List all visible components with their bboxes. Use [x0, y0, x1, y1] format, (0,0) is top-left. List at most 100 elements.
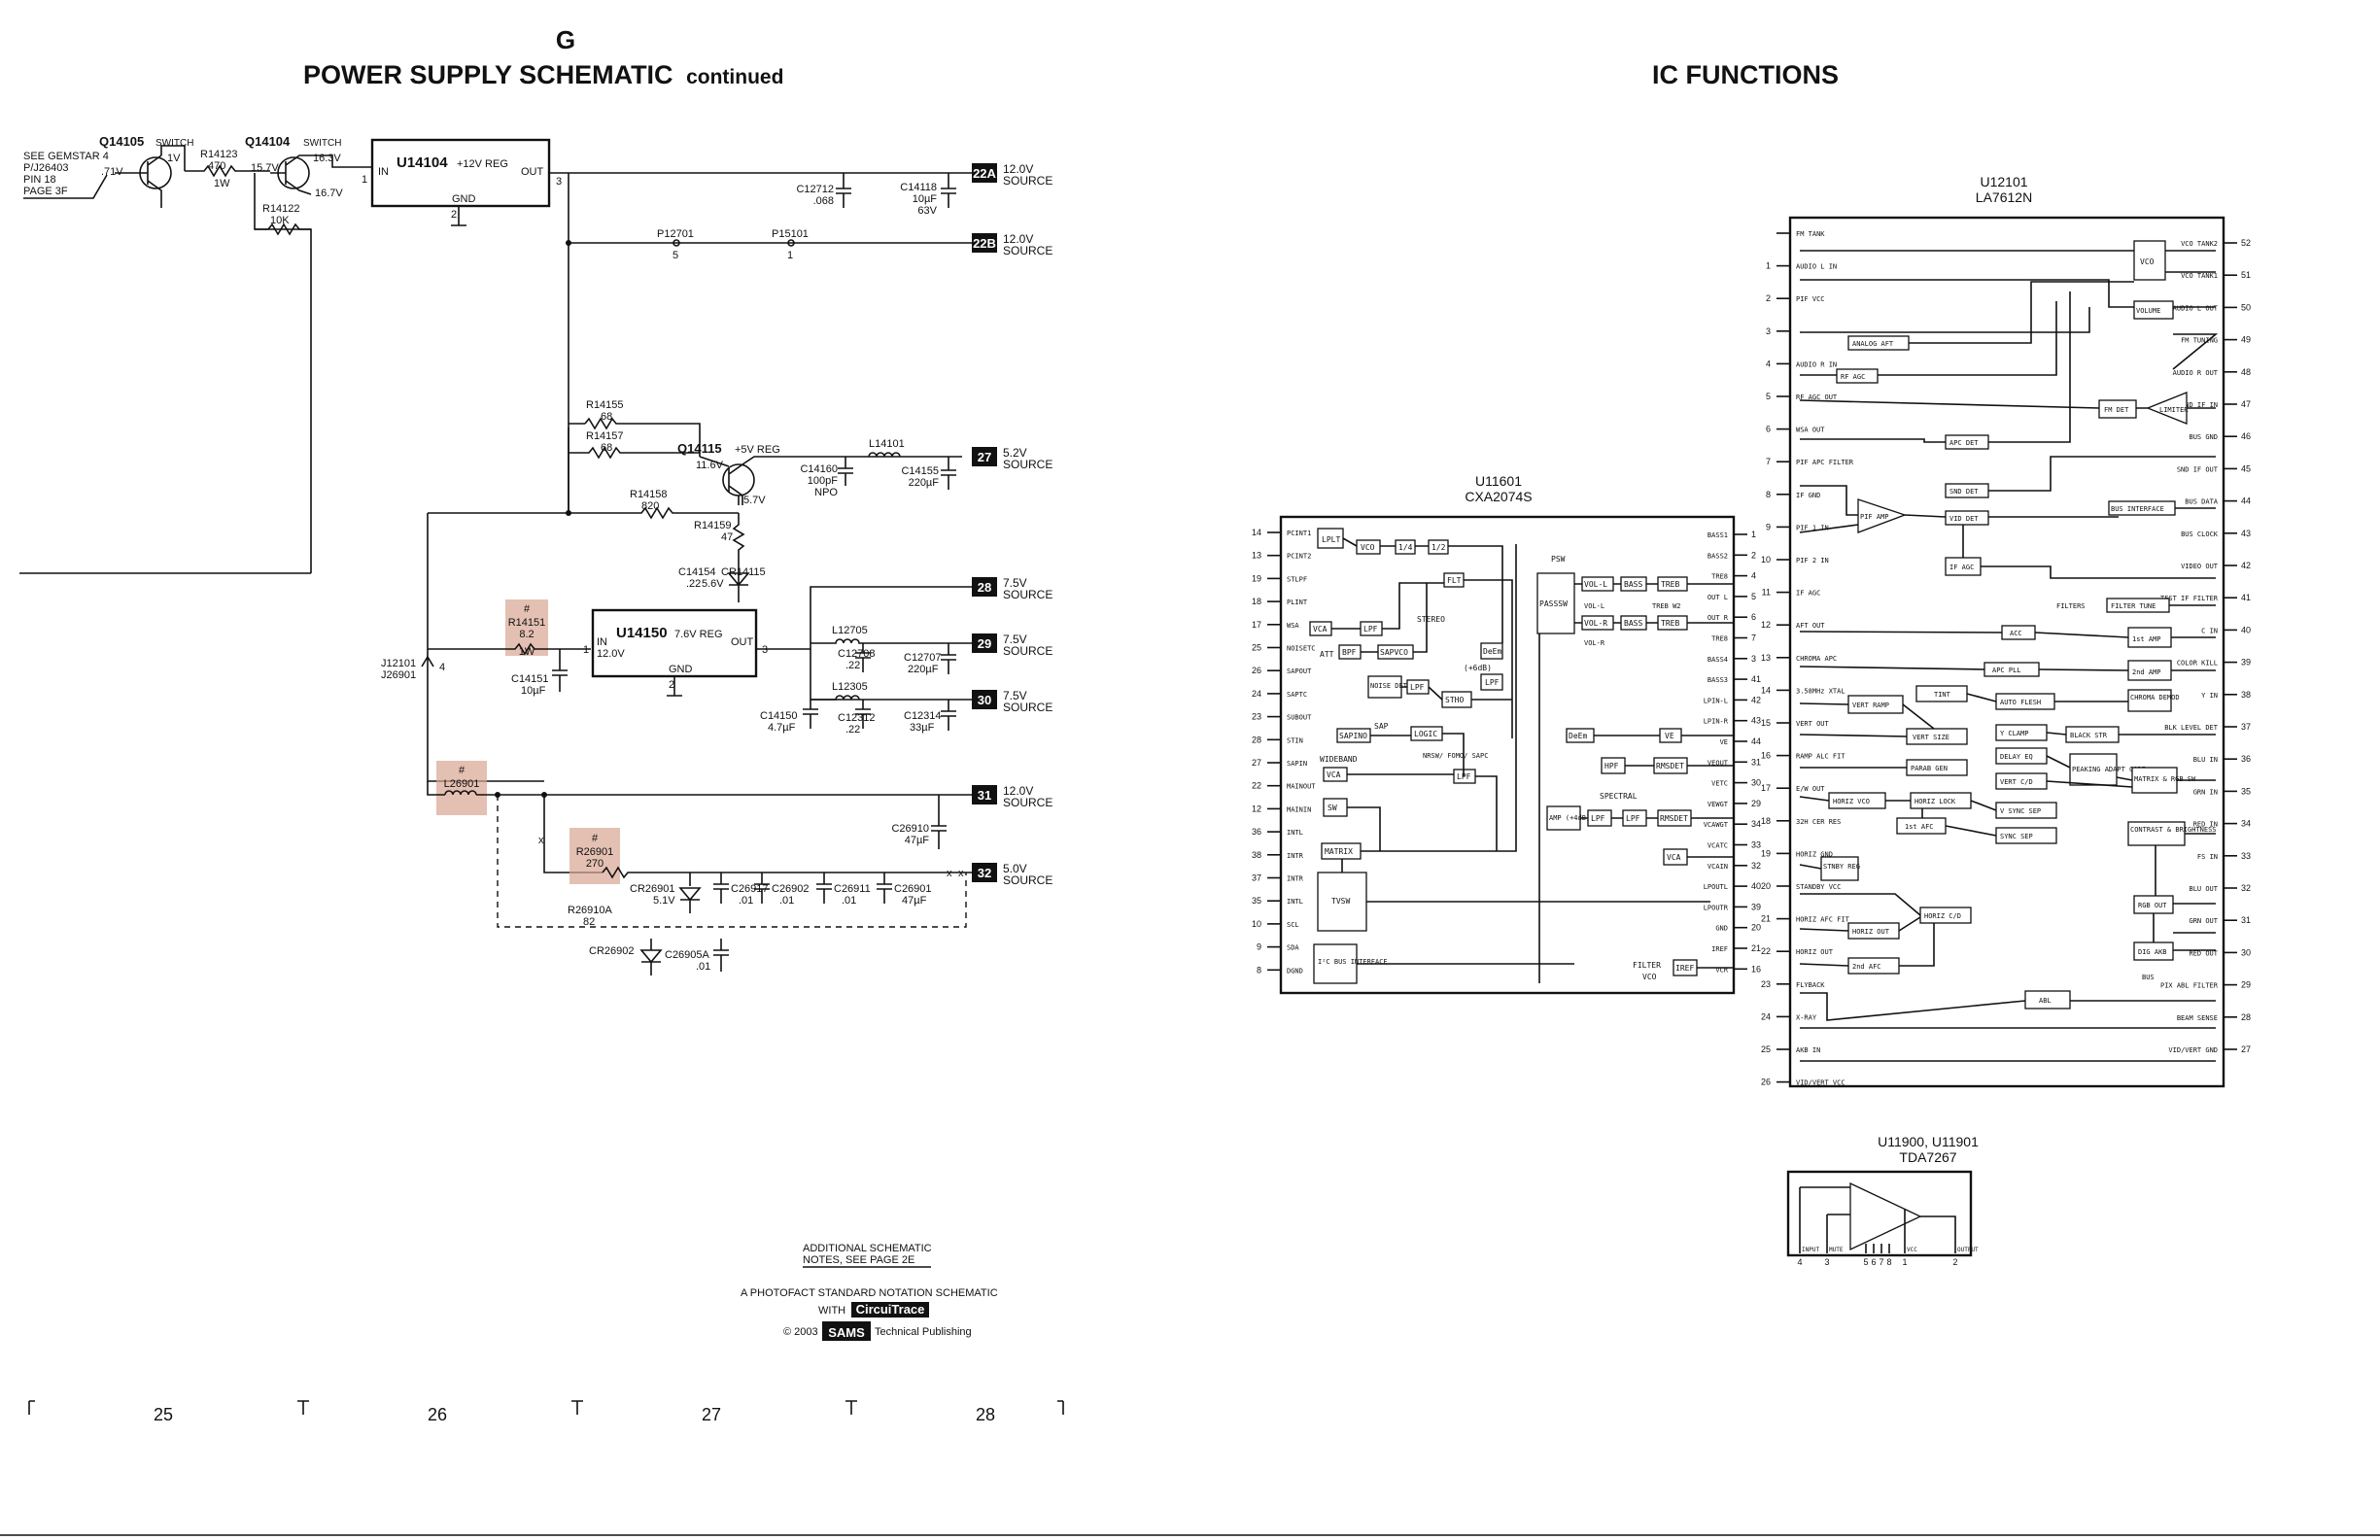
left-title: POWER SUPPLY SCHEMATIC continued — [303, 60, 783, 89]
u11601-left-pin-label: MAININ — [1287, 805, 1311, 813]
u11601-left-pin-label: INTL — [1287, 898, 1303, 906]
u12101-right-pin-label: RED IN — [2193, 821, 2218, 829]
u11601-left-pin-label: MAINOUT — [1287, 783, 1316, 791]
u12101-box — [1788, 216, 2225, 1088]
r14155-value: 68 — [601, 411, 612, 423]
u12101-block-limiter: LIMITER — [2159, 406, 2189, 414]
source-31-volts: 12.0V — [1003, 784, 1033, 798]
u12101-left-pin-label: FLYBACK — [1796, 981, 1825, 989]
u11601-block-treb-1: TREB — [1661, 580, 1679, 589]
u11601-right-pin-label: BASS3 — [1707, 676, 1728, 684]
u14104-in: IN — [378, 166, 389, 178]
u11601-block-lpf-5: LPF — [1591, 814, 1605, 823]
u12101-block-peaking: PEAKING ADAPT CORE — [2072, 766, 2146, 773]
u12101-right-pin-label: C IN — [2201, 627, 2218, 634]
source-32: 32 5.0V SOURCE — [972, 862, 1052, 887]
u11601-block-flt: FLT — [1447, 576, 1462, 585]
c12708-ref: C12708 — [838, 648, 876, 660]
u12101-left-pin-label: PIF APC FILTER — [1796, 459, 1854, 466]
u12101-right-pin-number: 40 — [2241, 625, 2251, 634]
q14104-transistor — [254, 154, 312, 573]
u11900-pin-number: 4 — [1797, 1257, 1802, 1267]
u11601-left-pin-label: INTR — [1287, 852, 1304, 860]
u12101-block-vco: VCO — [2140, 257, 2155, 266]
u11900-ref: U11900, U11901 — [1878, 1134, 1979, 1149]
u11601-right-pin-label: BASS2 — [1707, 552, 1728, 560]
u11601-part: CXA2074S — [1465, 489, 1532, 504]
u12101-right-pin-number: 44 — [2241, 496, 2251, 506]
u11601-right-pin-number: 16 — [1751, 964, 1761, 974]
u11601-right-pin-label: VCATC — [1707, 842, 1728, 850]
l26901-highlight — [436, 761, 487, 815]
u12101-block-auto-flesh: AUTO FLESH — [2000, 699, 2041, 706]
u12101-block-apc-det: APC DET — [1949, 439, 1979, 447]
u11601-block-wideband: WIDEBAND — [1320, 755, 1358, 764]
u12101-block-dig-akb: DIG AKB — [2138, 948, 2167, 956]
right-title: IC FUNCTIONS — [1652, 60, 1839, 89]
u12101-right-pin-number: 47 — [2241, 399, 2251, 409]
u11601-block-sw: SW — [1328, 804, 1337, 812]
footer-copyright: © 2003 — [783, 1326, 818, 1338]
u11601-left-pin-number: 10 — [1252, 919, 1261, 929]
u14150-pin-in: 1 — [583, 644, 589, 656]
u14104-pin-out: 3 — [556, 176, 562, 188]
u11601-right-pin-number: 1 — [1751, 530, 1756, 539]
left-title-main: POWER SUPPLY SCHEMATIC — [303, 60, 673, 89]
u12101-left-pin-number: 14 — [1761, 685, 1771, 695]
u12101-left-pin-label: PIF VCC — [1796, 295, 1825, 303]
u11601-right-pin-number: 29 — [1751, 799, 1761, 808]
u12101-left-pin-number: 8 — [1766, 490, 1771, 499]
gemstar-line-1: SEE GEMSTAR 4 — [23, 151, 109, 162]
gemstar-line-4: PAGE 3F — [23, 186, 68, 197]
u12101-left-pin-number: 5 — [1766, 392, 1771, 401]
u12101-right-pin-label: AUDIO R OUT — [2173, 369, 2219, 377]
l26901-mark: # — [459, 765, 466, 776]
u12101-right-pin-number: 29 — [2241, 980, 2251, 990]
u11601-right-pin-number: 3 — [1751, 654, 1756, 664]
u12101-block-rf-agc: RF AGC — [1841, 373, 1865, 381]
u12101-right-pin-number: 41 — [2241, 593, 2251, 602]
r14157-value: 68 — [601, 442, 612, 454]
u14104-pin-in: 1 — [362, 174, 367, 186]
c26911-ref: C26911 — [834, 883, 871, 895]
u12101-left-pin-label: RAMP ALC FIT — [1796, 753, 1845, 761]
u12101-right-pin-label: AUDIO L OUT — [2173, 304, 2219, 312]
u12101-block-vert-ramp: VERT RAMP — [1852, 702, 1889, 709]
u11601-block-volr-2: VOL-R — [1584, 639, 1605, 647]
r14158-value: 820 — [641, 500, 659, 512]
u12101-left-pin-number: 23 — [1761, 979, 1771, 989]
source-22a-label: SOURCE — [1003, 174, 1052, 188]
source-27: 27 5.2V SOURCE — [972, 446, 1052, 471]
u11601-block-deem-2: DeEm — [1569, 732, 1587, 740]
l12305-ref: L12305 — [832, 681, 868, 693]
r26901-mark: # — [592, 833, 599, 844]
u14104-out: OUT — [521, 166, 544, 178]
j12101-ref2: J26901 — [381, 669, 416, 681]
source-30-volts: 7.5V — [1003, 689, 1027, 702]
u11601-block-ve: VE — [1665, 732, 1674, 740]
u14150-pin-out: 3 — [762, 644, 768, 656]
u11601-wiring — [1331, 537, 1734, 983]
cr26901-value: 5.1V — [653, 895, 675, 907]
source-28-tag: 28 — [978, 580, 991, 595]
u11601-left-pin-label: PLINT — [1287, 599, 1308, 606]
u14150-in: IN — [597, 636, 607, 648]
u12101-right-pin-label: FS IN — [2197, 853, 2218, 861]
ruler-25: 25 — [154, 1405, 173, 1424]
u11601-left-pin-label: SDA — [1287, 944, 1299, 952]
u12101-left-pin-label: HORIZ AFC FIT — [1796, 916, 1850, 924]
u11601-left-pin-label: INTL — [1287, 829, 1303, 837]
u12101-block-1st-afc: 1st AFC — [1905, 823, 1934, 831]
u14150-out: OUT — [731, 636, 754, 648]
c14151-ref: C14151 — [511, 673, 549, 685]
u11601-block-trebw2: TREB W2 — [1652, 602, 1681, 610]
r14151-highlight — [505, 599, 548, 656]
u11601-block-sapino: SAPINO — [1339, 732, 1367, 740]
u12101-right-pin-label: VCO TANK1 — [2181, 272, 2218, 280]
r14151-ref: R14151 — [508, 617, 546, 629]
u12101-left-pin-number: 2 — [1766, 293, 1771, 303]
u11601-left-pin-number: 25 — [1252, 643, 1261, 653]
u11601-left-pin-number: 17 — [1252, 620, 1261, 630]
